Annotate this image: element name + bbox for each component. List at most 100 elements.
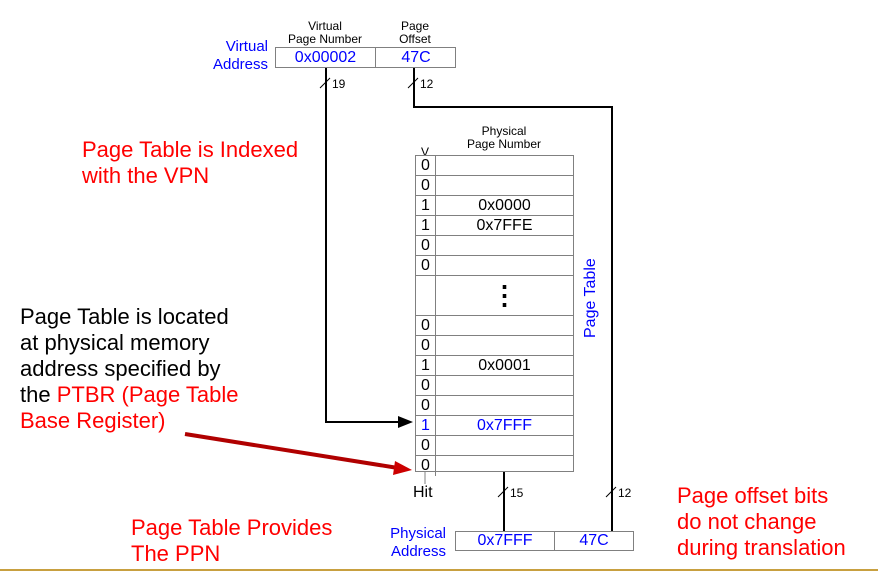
valid-bit: 0 — [416, 456, 436, 476]
annotation-ptbr: PTBR (Page Table — [56, 382, 239, 407]
ppn-bus-slash — [497, 486, 509, 498]
ppn-header: Physical Page Number — [435, 125, 573, 151]
ppn-entry: 0x0001 — [478, 356, 531, 374]
annotation-provides: Page Table Provides The PPN — [131, 515, 332, 567]
annotation-offset-line1: Page offset bits — [677, 483, 829, 508]
valid-bit: 0 — [416, 156, 436, 175]
ppn-entry — [436, 316, 573, 335]
offset-wire — [413, 67, 613, 531]
page-table-ellipsis-row: ⋮ — [416, 276, 573, 316]
virtual-address-label-line2: Address — [212, 56, 268, 73]
valid-bit: 0 — [416, 316, 436, 335]
ppn-bits-label: 15 — [510, 486, 524, 500]
annotation-located-line5: Base Register) — [20, 408, 166, 433]
page-table-row: 0 — [416, 256, 573, 276]
ppn-value: 0x7FFF — [456, 532, 555, 550]
offset-bus-slash-top — [407, 77, 419, 89]
valid-bit: 0 — [416, 176, 436, 195]
vpn-bits-label: 19 — [332, 77, 346, 91]
pa-offset-value: 47C — [579, 532, 609, 549]
physical-address-label: Physical Address — [380, 525, 446, 561]
ellipsis-icon: ⋮ — [491, 280, 518, 310]
ppn-entry: 0x7FFF — [476, 416, 533, 434]
page-table-row: 0 — [416, 336, 573, 356]
page-table-row: 0 — [416, 436, 573, 456]
valid-bit: 1 — [416, 356, 436, 375]
page-table-row: 1 0x0000 — [416, 196, 573, 216]
valid-bit: 0 — [416, 256, 436, 275]
vpn-wire — [325, 67, 405, 423]
ppn-entry — [436, 256, 573, 275]
valid-bit: 0 — [416, 436, 436, 455]
page-table-row: 0 — [416, 456, 573, 476]
annotation-located: Page Table is located at physical memory… — [20, 304, 239, 434]
annotation-located-the: the — [20, 382, 57, 407]
annotation-provides-line2: The PPN — [131, 541, 221, 566]
annotation-provides-line1: Page Table Provides — [131, 515, 333, 540]
valid-bit: 0 — [416, 376, 436, 395]
valid-bit: 0 — [416, 396, 436, 415]
page-table-row: 1 0x7FFF — [416, 416, 573, 436]
ppn-entry — [436, 396, 573, 415]
offset-bus-slash-bottom — [605, 486, 617, 498]
vpn-bus-slash — [319, 77, 331, 89]
valid-header: V — [420, 145, 429, 159]
ptbr-arrow-line — [184, 432, 399, 470]
offset-header-line1: Page — [400, 19, 430, 33]
ppn-header-line1: Physical — [481, 124, 527, 138]
vpn-arrowhead — [398, 416, 413, 428]
virtual-address-box: 0x00002 47C — [275, 47, 456, 68]
ellipsis-v-cell — [416, 276, 436, 315]
vpn-header-line1: Virtual — [308, 19, 342, 33]
page-table-row: 1 0x0001 — [416, 356, 573, 376]
ppn-entry — [436, 236, 573, 255]
offset-header-line2: Offset — [399, 32, 431, 46]
ppn-entry — [436, 376, 573, 395]
annotation-offset: Page offset bits do not change during tr… — [677, 483, 846, 561]
annotation-located-line1: Page Table is located — [20, 304, 229, 329]
offset-header: Page Offset — [375, 20, 455, 46]
page-table-row: 0 — [416, 376, 573, 396]
page-table-side-label: Page Table — [582, 258, 599, 338]
vpn-value: 0x00002 — [276, 48, 376, 67]
va-offset-value: 47C — [401, 48, 431, 66]
vpn-header: Virtual Page Number — [275, 20, 375, 46]
va-offset-bits-label: 12 — [420, 77, 434, 91]
page-table-row: 0 — [416, 176, 573, 196]
annotation-indexed-line2: with the VPN — [82, 163, 210, 188]
physical-address-label-line1: Physical — [390, 525, 446, 542]
valid-bit: 0 — [416, 336, 436, 355]
page-table-row: 0 — [416, 396, 573, 416]
page-table-row: 0 — [416, 156, 573, 176]
ppn-entry — [436, 176, 573, 195]
annotation-located-line4: the PTBR (Page Table — [20, 382, 239, 408]
ptbr-arrowhead — [393, 461, 412, 475]
physical-address-box: 0x7FFF 47C — [455, 531, 634, 551]
page-table-row: 0 — [416, 236, 573, 256]
ppn-header-line2: Page Number — [466, 137, 542, 151]
annotation-offset-line2: do not change — [677, 509, 817, 534]
virtual-address-label-line1: Virtual — [225, 38, 268, 55]
valid-bit: 1 — [416, 196, 436, 215]
annotation-indexed: Page Table is Indexed with the VPN — [82, 137, 298, 189]
annotation-indexed-line1: Page Table is Indexed — [82, 137, 299, 162]
vpn-header-line2: Page Number — [287, 32, 363, 46]
valid-bit: 1 — [416, 416, 436, 435]
ppn-entry — [436, 156, 573, 175]
hit-label: Hit — [413, 484, 433, 501]
annotation-offset-line3: during translation — [677, 535, 846, 560]
valid-bit: 1 — [416, 216, 436, 235]
ppn-entry: 0x0000 — [478, 196, 531, 214]
pa-offset-bits-label: 12 — [618, 486, 632, 500]
page-table-row: 0 — [416, 316, 573, 336]
physical-address-label-line2: Address — [390, 543, 446, 560]
valid-bit: 0 — [416, 236, 436, 255]
ppn-entry — [436, 456, 573, 476]
annotation-located-line2: at physical memory — [20, 330, 210, 355]
virtual-address-label: Virtual Address — [200, 38, 268, 74]
ppn-entry — [436, 436, 573, 455]
ppn-entry — [436, 336, 573, 355]
